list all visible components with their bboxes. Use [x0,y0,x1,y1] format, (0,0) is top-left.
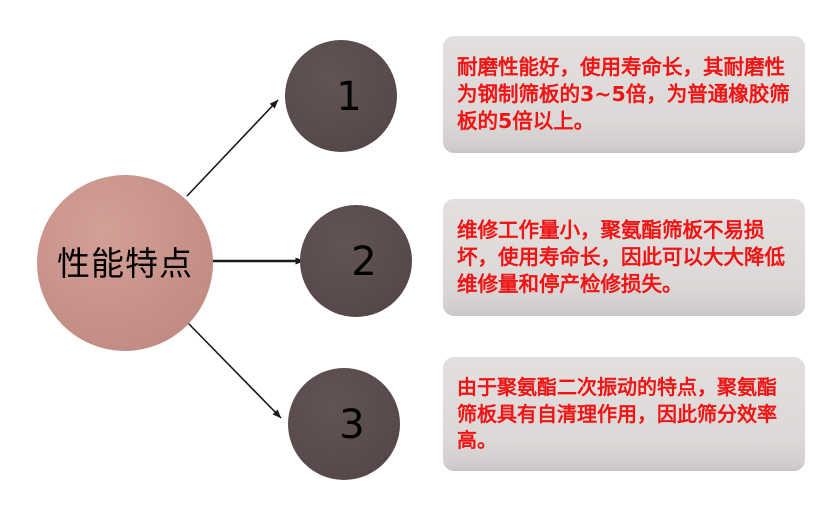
callout-box-3[interactable]: 由于聚氨酯二次振动的特点，聚氨酯筛板具有自清理作用，因此筛分效率高。 [443,357,805,471]
hub-label: 性能特点 [57,243,193,283]
node-number-1: 1 [336,74,362,120]
node-circle-3[interactable]: 3 [288,368,400,480]
hub-node-performance-features[interactable]: 性能特点 [37,175,213,351]
node-number-3: 3 [339,402,365,448]
node-circle-2[interactable]: 2 [300,205,412,317]
callout-text-1: 耐磨性能好，使用寿命长，其耐磨性为钢制筛板的3~5倍，为普通橡胶筛板的5倍以上。 [457,54,790,134]
callout-box-2[interactable]: 维修工作量小，聚氨酯筛板不易损坏，使用寿命长，因此可以大大降低维修量和停产检修损… [443,199,805,316]
node-circle-1[interactable]: 1 [285,40,397,152]
callout-text-3: 由于聚氨酯二次振动的特点，聚氨酯筛板具有自清理作用，因此筛分效率高。 [457,375,777,453]
arrow-hub-to-node-1 [186,99,279,197]
callout-text-2: 维修工作量小，聚氨酯筛板不易损坏，使用寿命长，因此可以大大降低维修量和停产检修损… [457,217,785,297]
arrow-hub-to-node-3 [186,321,282,419]
callout-box-1[interactable]: 耐磨性能好，使用寿命长，其耐磨性为钢制筛板的3~5倍，为普通橡胶筛板的5倍以上。 [443,36,805,153]
node-number-2: 2 [351,239,377,285]
